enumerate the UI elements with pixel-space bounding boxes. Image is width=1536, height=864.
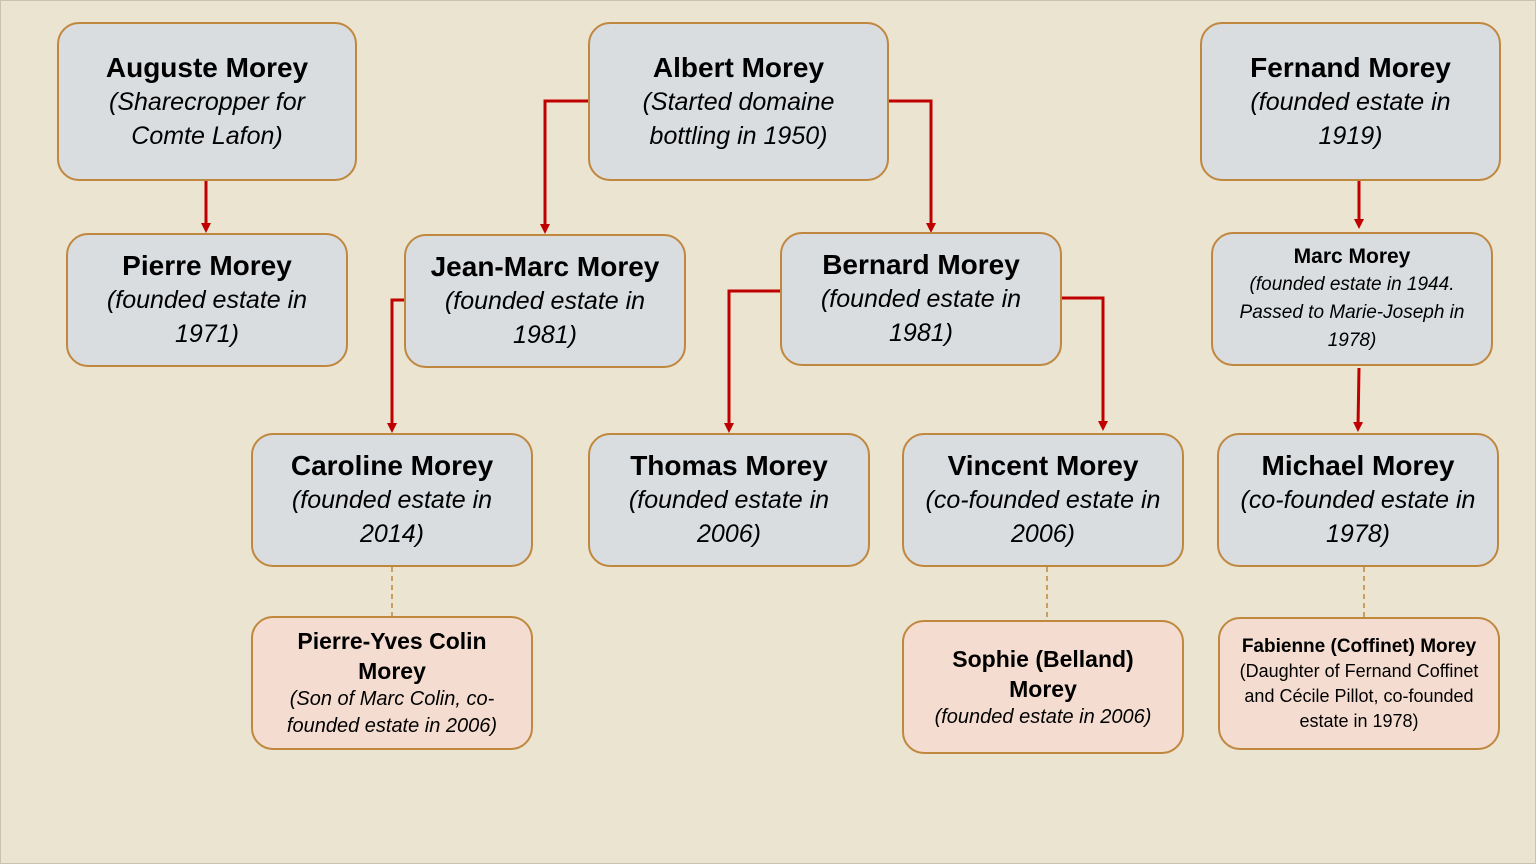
person-box-albert-morey: Albert Morey (Started domaine bottling i… <box>588 22 889 181</box>
person-description: (co-founded estate in 2006) <box>925 486 1161 548</box>
person-name: Sophie (Belland) Morey <box>952 645 1134 702</box>
person-description: (Sharecropper for Comte Lafon) <box>109 87 305 150</box>
person-description: (Started domaine bottling in 1950) <box>642 87 835 150</box>
person-name: Caroline Morey <box>290 450 494 481</box>
person-description: (founded estate in 1981) <box>444 287 646 349</box>
person-description: (co-founded estate in 1978) <box>1240 486 1476 548</box>
person-box-jean-marc-morey: Jean-Marc Morey (founded estate in 1981) <box>404 234 686 368</box>
person-box-bernard-morey: Bernard Morey (founded estate in 1981) <box>780 232 1062 366</box>
person-box-fernand-morey: Fernand Morey (founded estate in 1919) <box>1200 22 1501 181</box>
person-description: (founded estate in 2014) <box>291 486 493 548</box>
person-box-thomas-morey: Thomas Morey (founded estate in 2006) <box>588 433 870 567</box>
person-box-pierre-morey: Pierre Morey (founded estate in 1971) <box>66 233 348 367</box>
person-box-auguste-morey: Auguste Morey (Sharecropper for Comte La… <box>57 22 357 181</box>
person-name: Marc Morey <box>1293 245 1411 268</box>
person-name: Bernard Morey <box>822 249 1020 280</box>
arrow-marc-to-michael <box>1353 367 1364 432</box>
spouse-box-sophie-belland-morey: Sophie (Belland) Morey (founded estate i… <box>902 620 1184 754</box>
person-name: Fernand Morey <box>1250 51 1451 83</box>
person-name: Pierre Morey <box>122 250 292 281</box>
spouse-box-pierre-yves-colin-morey: Pierre-Yves Colin Morey (Son of Marc Col… <box>251 616 533 750</box>
person-box-caroline-morey: Caroline Morey (founded estate in 2014) <box>251 433 533 567</box>
person-description: (founded estate in 2006) <box>628 486 830 548</box>
arrow-albert-to-bernard <box>889 99 936 233</box>
arrow-bernard-to-vincent <box>1062 296 1108 431</box>
person-description: (Son of Marc Colin, co-founded estate in… <box>286 688 498 737</box>
person-name: Thomas Morey <box>630 450 828 481</box>
person-name: Jean-Marc Morey <box>430 251 660 282</box>
person-box-marc-morey: Marc Morey (founded estate in 1944. Pass… <box>1211 232 1493 366</box>
person-name: Fabienne (Coffinet) Morey <box>1241 635 1477 657</box>
person-description: (founded estate in 1971) <box>106 286 308 348</box>
person-description: (founded estate in 2006) <box>934 705 1152 728</box>
person-description: (Daughter of Fernand Coffinet and Cécile… <box>1239 660 1479 731</box>
person-name: Michael Morey <box>1261 450 1455 481</box>
person-description: (founded estate in 1919) <box>1250 87 1451 150</box>
person-name: Pierre-Yves Colin Morey <box>297 628 487 684</box>
person-description: (founded estate in 1944. Passed to Marie… <box>1239 274 1465 351</box>
person-name: Albert Morey <box>652 51 825 83</box>
person-box-michael-morey: Michael Morey (co-founded estate in 1978… <box>1217 433 1499 567</box>
person-description: (founded estate in 1981) <box>820 285 1022 347</box>
arrow-albert-to-jean-marc <box>540 99 588 234</box>
person-name: Vincent Morey <box>947 450 1139 481</box>
person-box-vincent-morey: Vincent Morey (co-founded estate in 2006… <box>902 433 1184 567</box>
person-name: Auguste Morey <box>105 51 309 83</box>
arrow-jean-marc-to-caroline <box>387 298 404 433</box>
spouse-box-fabienne-coffinet-morey: Fabienne (Coffinet) Morey (Daughter of F… <box>1218 617 1500 750</box>
arrow-bernard-to-thomas <box>724 289 781 433</box>
